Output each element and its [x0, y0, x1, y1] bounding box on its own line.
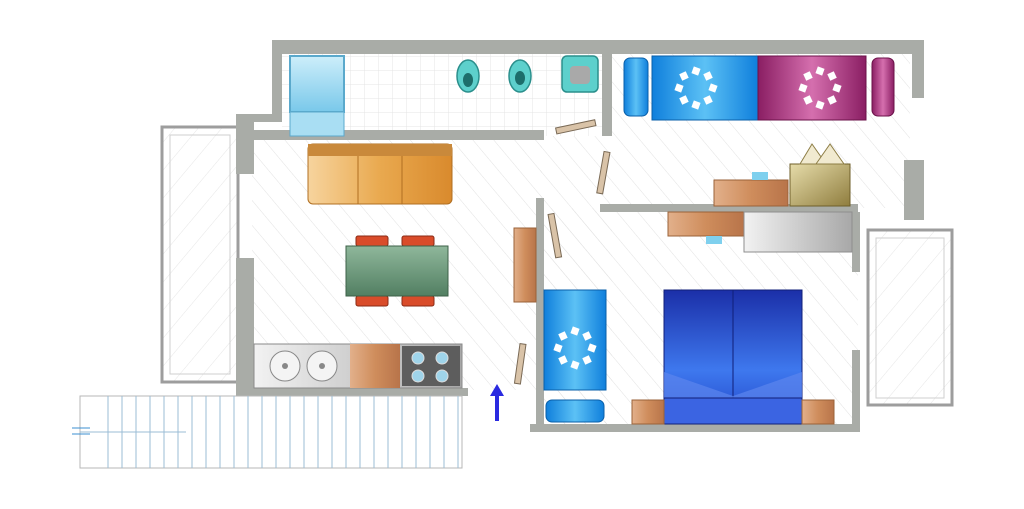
- bed-pattern-petal: [815, 66, 825, 76]
- bed-pattern-petal: [827, 71, 837, 81]
- bed-pattern-petal: [708, 83, 718, 93]
- bed-pattern-blue: [674, 66, 718, 110]
- kitchenette: [253, 343, 463, 389]
- bed-pattern-petal: [691, 66, 701, 76]
- dining-table: [345, 245, 449, 297]
- single-bed-blue-2-head: [545, 399, 605, 423]
- bed-pattern-petal: [679, 95, 689, 105]
- bed-pattern-blue-2: [553, 326, 597, 370]
- walls: [236, 40, 924, 432]
- shower-tray: [289, 55, 345, 137]
- bed-pattern-petal: [832, 83, 842, 93]
- stove: [402, 346, 460, 386]
- single-bed-pink-head: [871, 57, 895, 117]
- bed-pattern-petal: [570, 326, 580, 336]
- wardrobe: [743, 211, 853, 253]
- bed-pattern-petal: [803, 71, 813, 81]
- bed-pattern-petal: [703, 95, 713, 105]
- bed-pattern-petal: [827, 95, 837, 105]
- nightstand-right: [801, 399, 835, 425]
- bed-pattern-petal: [691, 100, 701, 110]
- bed-pattern-petal: [582, 355, 592, 365]
- bed-pattern-petal: [582, 331, 592, 341]
- bidet: [508, 59, 532, 93]
- bedroom-desk: [667, 211, 745, 237]
- bed-pattern-petal: [553, 343, 563, 353]
- bed-pattern-petal: [570, 360, 580, 370]
- bed-pattern-petal: [558, 355, 568, 365]
- doors: [513, 119, 611, 385]
- bathroom-door: [554, 119, 597, 135]
- sink: [269, 350, 338, 382]
- bed-pattern-petal: [674, 83, 684, 93]
- worktop: [350, 344, 400, 388]
- double-bed: [663, 289, 803, 425]
- bed-pattern-petal: [679, 71, 689, 81]
- desk-lamp: [752, 172, 768, 180]
- bed-pattern-petal: [587, 343, 597, 353]
- sofa: [307, 143, 453, 205]
- desk: [713, 179, 789, 207]
- double-bedroom-door: [547, 212, 563, 259]
- single-bed-pink: [757, 55, 867, 121]
- dining-chairs: [355, 235, 435, 307]
- nightstand-left: [631, 399, 665, 425]
- bed-pattern-petal: [703, 71, 713, 81]
- bed-pattern-petal: [815, 100, 825, 110]
- single-bed-blue-2: [543, 289, 607, 391]
- armchair: [789, 143, 851, 207]
- entrance-stairs: [72, 395, 463, 469]
- washbasin: [561, 55, 599, 93]
- hall-cabinet: [513, 227, 537, 303]
- single-bed-blue: [651, 55, 759, 121]
- arrow-up-icon: [490, 384, 504, 421]
- bed-pattern-petal: [558, 331, 568, 341]
- bed-pattern-pink: [798, 66, 842, 110]
- single-bed-blue-head: [623, 57, 649, 117]
- toilet: [456, 59, 480, 93]
- balcony-right: [866, 228, 954, 407]
- bedroom-desk-lamp: [706, 236, 722, 244]
- twin-bedroom-door: [596, 150, 611, 195]
- bed-pattern-petal: [803, 95, 813, 105]
- bed-pattern-petal: [798, 83, 808, 93]
- balcony-left: [160, 125, 240, 384]
- entrance-door: [513, 343, 527, 385]
